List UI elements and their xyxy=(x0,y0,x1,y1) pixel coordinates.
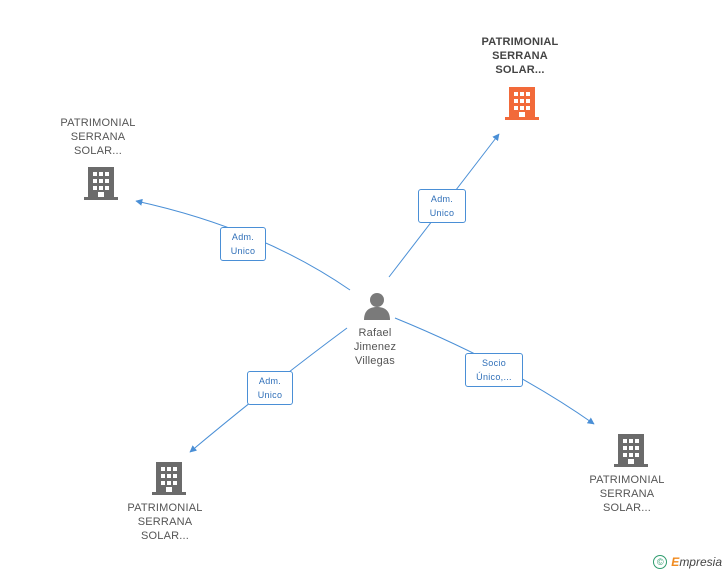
company-name-line: PATRIMONIAL xyxy=(127,502,203,514)
brand-rest: mpresia xyxy=(679,555,722,569)
edge-label-top-left[interactable]: Adm. Unico xyxy=(220,227,266,261)
person-name-line: Villegas xyxy=(355,355,395,367)
company-label-bottom-right[interactable]: PATRIMONIAL SERRANA SOLAR... xyxy=(577,473,677,515)
person-name-line: Rafael xyxy=(358,327,392,339)
edge-label-line: Único,... xyxy=(476,372,512,382)
edge-label-line: Adm. xyxy=(258,376,282,386)
company-name-line: SERRANA xyxy=(492,50,548,62)
company-name-line: SOLAR... xyxy=(495,64,545,76)
company-name-line: SERRANA xyxy=(137,516,193,528)
person-name-line: Jimenez xyxy=(353,341,397,353)
edge-label-line: Unico xyxy=(230,246,256,256)
edge-label-line: Adm. xyxy=(231,232,255,242)
edge-label-line: Socio xyxy=(481,358,506,368)
company-label-bottom-left[interactable]: PATRIMONIAL SERRANA SOLAR... xyxy=(115,501,215,543)
edge-label-line: Unico xyxy=(429,208,455,218)
building-icon[interactable] xyxy=(152,460,186,496)
edge-label-line: Adm. xyxy=(430,194,454,204)
company-name-line: PATRIMONIAL xyxy=(481,36,559,48)
company-name-line: SOLAR... xyxy=(602,502,652,514)
company-name-line: SERRANA xyxy=(599,488,655,500)
copyright-icon: © xyxy=(653,555,668,569)
building-icon[interactable] xyxy=(614,432,648,468)
company-label-top-left[interactable]: PATRIMONIAL SERRANA SOLAR... xyxy=(48,116,148,158)
person-name[interactable]: Rafael Jimenez Villegas xyxy=(330,326,420,368)
building-icon[interactable] xyxy=(505,85,539,121)
brand-initial: E xyxy=(671,555,680,569)
brand-logo: Empresia xyxy=(671,555,722,569)
company-name-line: SOLAR... xyxy=(140,530,190,542)
person-icon[interactable] xyxy=(362,291,392,321)
edge-label-line: Unico xyxy=(257,390,283,400)
edge-label-top-right[interactable]: Adm. Unico xyxy=(418,189,466,223)
edge-label-bottom-left[interactable]: Adm. Unico xyxy=(247,371,293,405)
footer-brand[interactable]: ©Empresia xyxy=(653,554,722,569)
company-name-line: PATRIMONIAL xyxy=(60,117,136,129)
company-name-line: PATRIMONIAL xyxy=(589,474,665,486)
company-name-line: SERRANA xyxy=(70,131,126,143)
building-icon[interactable] xyxy=(84,165,118,201)
company-name-line: SOLAR... xyxy=(73,145,123,157)
edge-label-bottom-right[interactable]: Socio Único,... xyxy=(465,353,523,387)
company-label-top-right[interactable]: PATRIMONIAL SERRANA SOLAR... xyxy=(470,35,570,77)
